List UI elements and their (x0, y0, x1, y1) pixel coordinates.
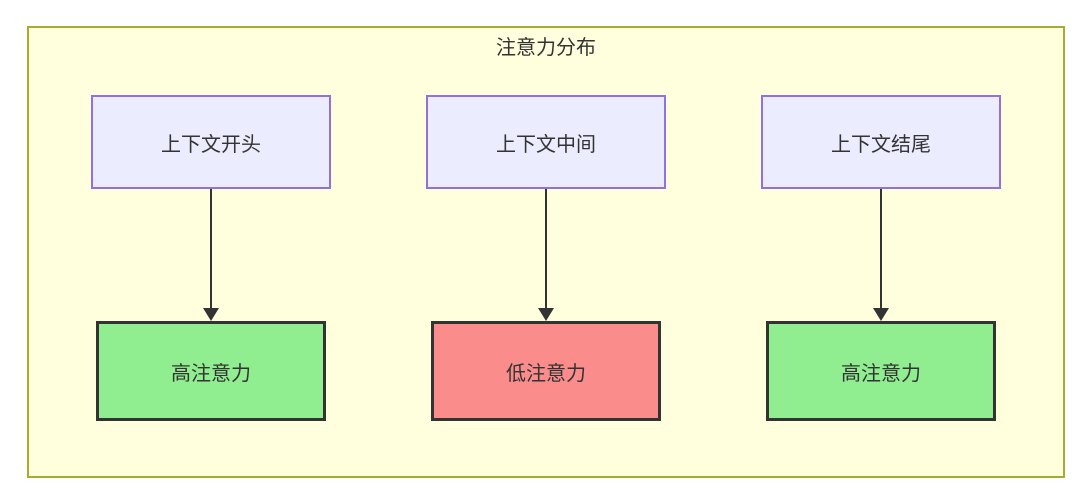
column-context-middle: 上下文中间 低注意力 (426, 95, 666, 421)
node-high-attention-right: 高注意力 (766, 321, 996, 421)
node-context-beginning: 上下文开头 (91, 95, 331, 189)
node-low-attention-middle: 低注意力 (431, 321, 661, 421)
arrow-connector (873, 189, 889, 321)
node-context-middle: 上下文中间 (426, 95, 666, 189)
arrow-connector (203, 189, 219, 321)
node-context-end: 上下文结尾 (761, 95, 1001, 189)
arrow-connector (538, 189, 554, 321)
arrow-down-icon (538, 308, 554, 321)
diagram-columns: 上下文开头 高注意力 上下文中间 低注意力 上下文结尾 (29, 95, 1063, 421)
arrow-line (880, 189, 882, 308)
column-context-beginning: 上下文开头 高注意力 (91, 95, 331, 421)
arrow-line (545, 189, 547, 308)
column-context-end: 上下文结尾 高注意力 (761, 95, 1001, 421)
attention-distribution-container: 注意力分布 上下文开头 高注意力 上下文中间 低注意力 (27, 26, 1065, 478)
diagram-title: 注意力分布 (496, 37, 596, 59)
node-high-attention-left: 高注意力 (96, 321, 326, 421)
arrow-down-icon (203, 308, 219, 321)
arrow-down-icon (873, 308, 889, 321)
arrow-line (210, 189, 212, 308)
